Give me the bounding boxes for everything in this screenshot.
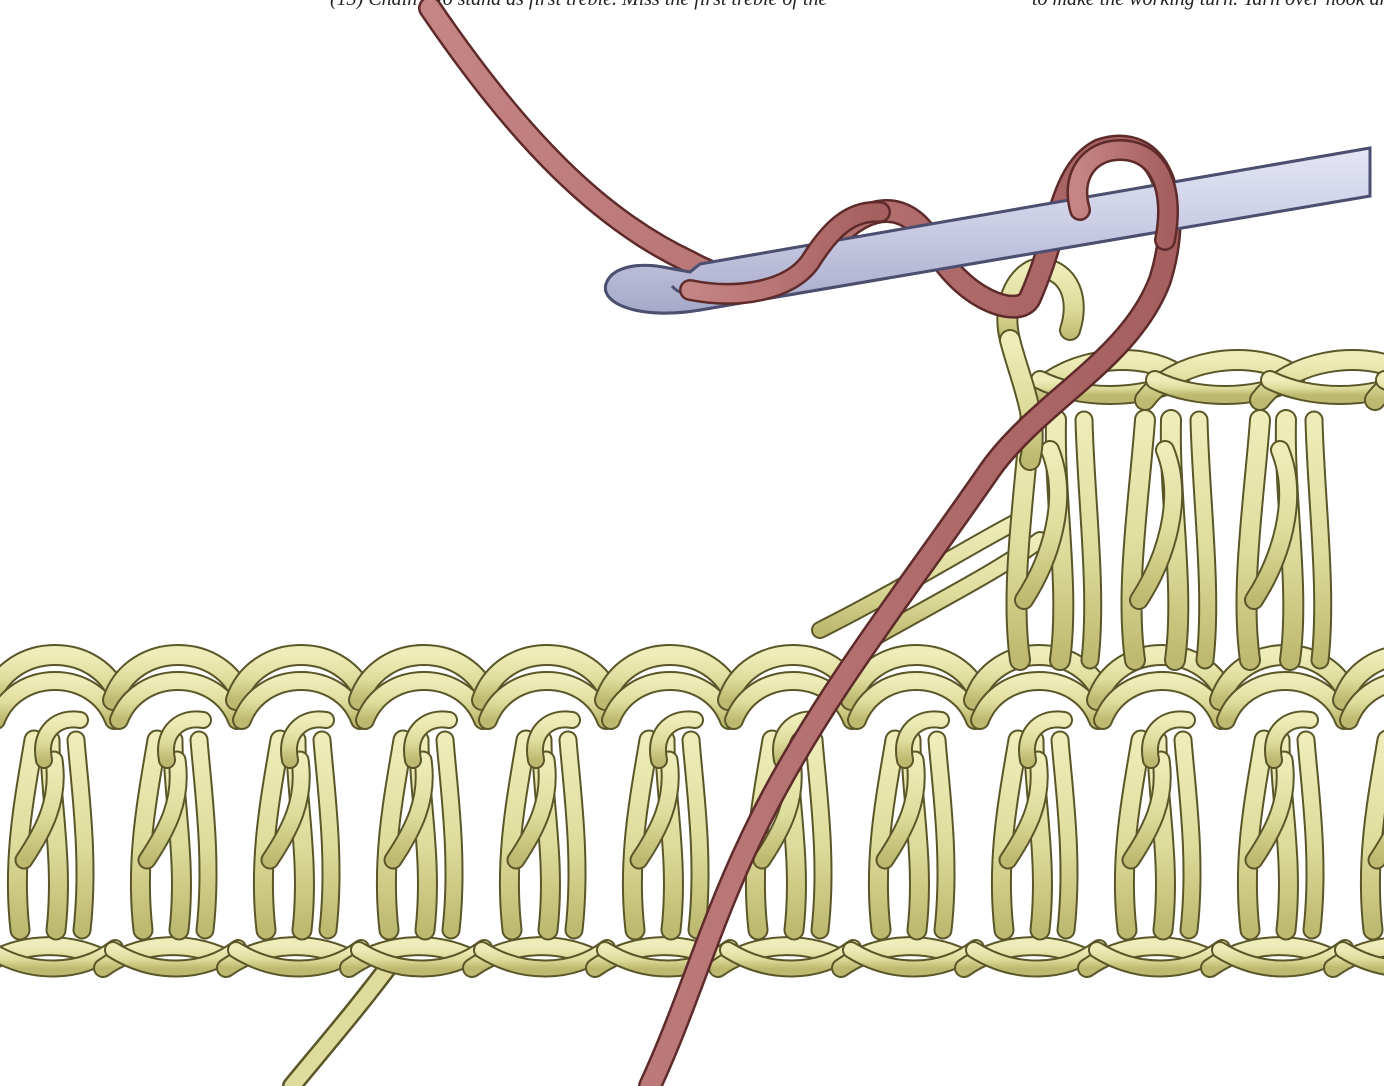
treble-post xyxy=(814,740,823,930)
treble-post xyxy=(322,740,331,930)
top-chain-loop xyxy=(857,681,975,720)
treble-post xyxy=(568,740,577,930)
new-treble-post xyxy=(1132,420,1146,660)
treble-post xyxy=(1060,740,1069,930)
new-treble-post xyxy=(1084,420,1093,660)
top-chain-loop xyxy=(1226,681,1344,720)
new-treble-post xyxy=(1199,420,1208,660)
fabric-rows xyxy=(0,655,1384,969)
treble-post xyxy=(1306,740,1315,930)
treble-post xyxy=(691,740,700,930)
new-treble-post xyxy=(1314,420,1323,660)
treble-post xyxy=(1183,740,1192,930)
top-chain-loop xyxy=(1103,681,1221,720)
top-chain-loop xyxy=(980,681,1098,720)
treble-post xyxy=(445,740,454,930)
top-chain-loop xyxy=(365,681,483,720)
top-chain-loop xyxy=(611,681,729,720)
treble-post xyxy=(937,740,946,930)
top-chain-loop xyxy=(242,681,360,720)
yarn-tail xyxy=(292,962,392,1086)
new-treble-post xyxy=(1247,420,1261,660)
top-chain-loop xyxy=(119,681,237,720)
treble-post xyxy=(199,740,208,930)
top-chain-loop xyxy=(488,681,606,720)
treble-post xyxy=(76,740,85,930)
